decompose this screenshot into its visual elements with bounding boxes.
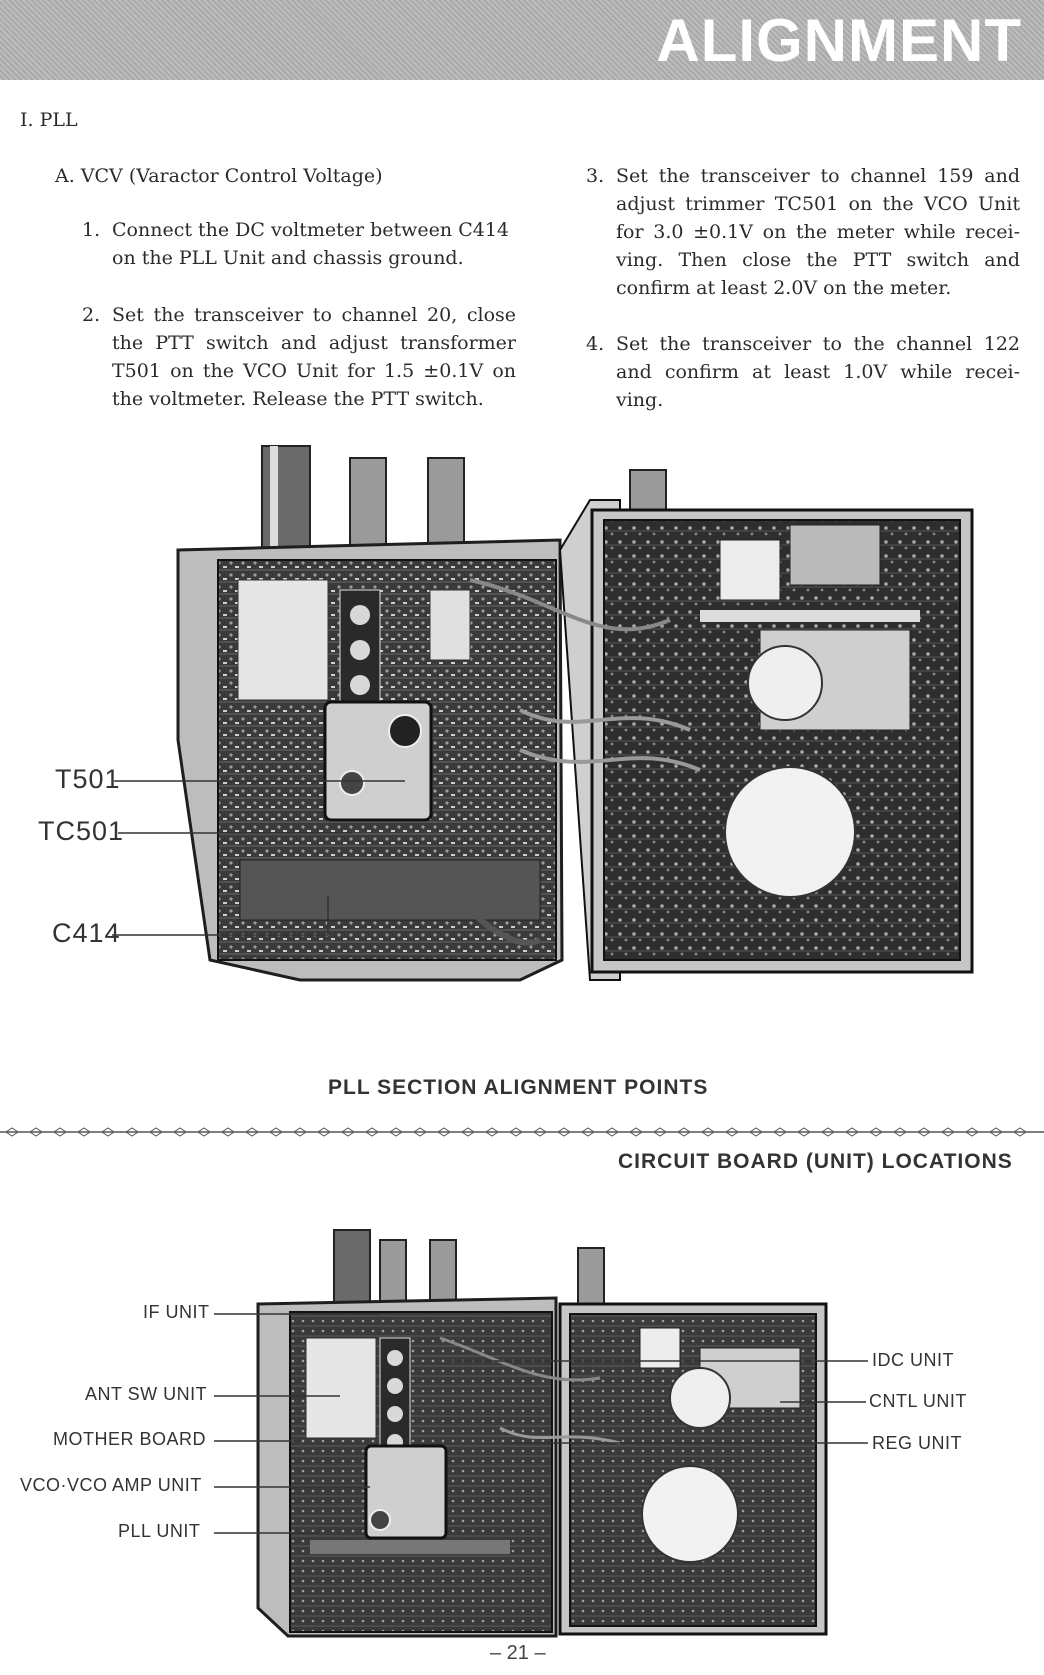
step-3-line: confirm at least 2.0V on the meter.	[616, 277, 952, 299]
step-2-line: T501 on the VCO Unit for 1.5 ±0.1V on	[112, 360, 516, 382]
step-2-line: Set the transceiver to channel 20, close	[112, 304, 516, 326]
figure-2-caption: CIRCUIT BOARD (UNIT) LOCATIONS	[618, 1150, 1013, 1173]
step-4-number: 4.	[586, 333, 605, 355]
section-divider	[0, 1127, 1044, 1137]
section-heading: I. PLL	[20, 109, 78, 131]
callout-vco-vco-amp-unit: VCO·VCO AMP UNIT	[20, 1475, 202, 1495]
callout-idc-unit: IDC UNIT	[872, 1350, 954, 1370]
page-title: ALIGNMENT	[656, 7, 1022, 74]
circuit-board-locations-photo	[214, 1229, 868, 1638]
step-4-line: Set the transceiver to the channel 122	[616, 333, 1020, 355]
step-2-text: Set the transceiver to channel 20, close…	[112, 301, 516, 413]
step-3-number: 3.	[586, 165, 605, 187]
step-1-line: on the PLL Unit and chassis ground.	[112, 247, 464, 269]
callout-c414: C414	[52, 918, 121, 948]
header-band	[0, 0, 1044, 80]
callout-if-unit: IF UNIT	[143, 1302, 210, 1322]
callout-tc501: TC501	[38, 816, 125, 846]
step-4-line: ving.	[616, 389, 664, 411]
step-3-line: ving. Then close the PTT switch and	[616, 249, 1020, 271]
sub-heading: A. VCV (Varactor Control Voltage)	[55, 165, 383, 187]
step-1-text: Connect the DC voltmeter between C414 on…	[112, 216, 516, 272]
step-1-line: Connect the DC voltmeter between C414	[112, 219, 509, 241]
step-3-line: adjust trimmer TC501 on the VCO Unit	[616, 193, 1020, 215]
step-4-line: and confirm at least 1.0V while recei-	[616, 361, 1020, 383]
step-3-text: Set the transceiver to channel 159 and a…	[616, 162, 1020, 302]
step-2-line: the voltmeter. Release the PTT switch.	[112, 388, 484, 410]
callout-reg-unit: REG UNIT	[872, 1433, 963, 1453]
step-2-number: 2.	[82, 304, 101, 326]
step-2-line: the PTT switch and adjust transformer	[112, 332, 516, 354]
step-3-line: Set the transceiver to channel 159 and	[616, 165, 1020, 187]
figure-1-caption: PLL SECTION ALIGNMENT POINTS	[328, 1076, 709, 1099]
callout-ant-sw-unit: ANT SW UNIT	[85, 1384, 208, 1404]
step-1-number: 1.	[82, 219, 101, 241]
step-4-text: Set the transceiver to the channel 122 a…	[616, 330, 1020, 414]
callout-mother-board: MOTHER BOARD	[53, 1429, 207, 1449]
callout-t501: T501	[55, 764, 121, 794]
callout-pll-unit: PLL UNIT	[118, 1521, 201, 1541]
callout-cntl-unit: CNTL UNIT	[869, 1391, 967, 1411]
page-number: – 21 –	[490, 1642, 546, 1664]
step-3-line: for 3.0 ±0.1V on the meter while recei-	[616, 221, 1020, 243]
pll-section-photo	[112, 445, 974, 982]
